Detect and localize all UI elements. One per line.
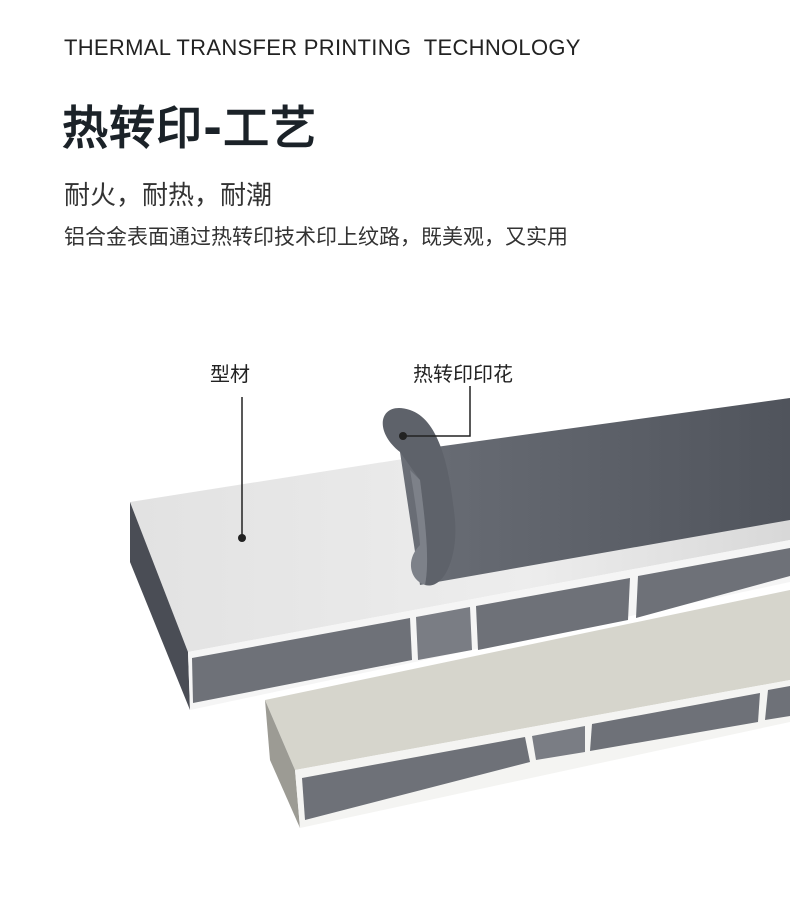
description-text: 铝合金表面通过热转印技术印上纹路，既美观，又实用 [64, 225, 568, 249]
page-title: 热转印-工艺 [62, 101, 318, 155]
upper-profile [130, 398, 790, 710]
transfer-film [400, 398, 790, 585]
label-print: 热转印印花 [413, 362, 513, 386]
callout-line-print [403, 386, 471, 437]
callout-dot-print [399, 432, 407, 440]
english-subtitle: THERMAL TRANSFER PRINTING TECHNOLOGY [64, 35, 581, 60]
label-profile: 型材 [210, 362, 250, 386]
lower-profile [265, 590, 790, 828]
callout-dot-profile [238, 534, 246, 542]
features-text: 耐火，耐热，耐潮 [64, 181, 273, 211]
curled-film-icon [382, 408, 456, 586]
